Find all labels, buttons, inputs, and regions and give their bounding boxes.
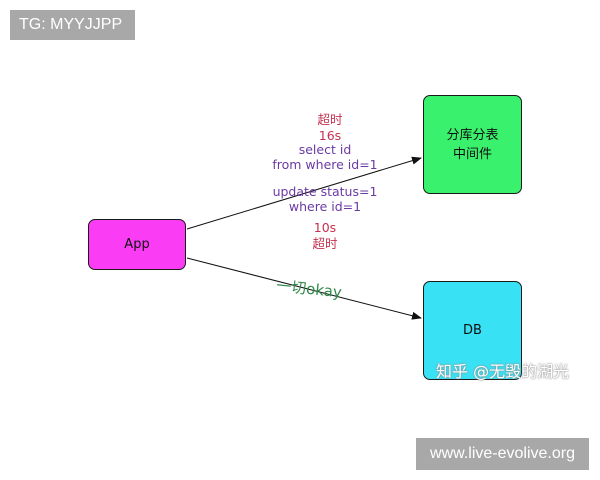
tg-badge: TG: MYYJJPP (10, 10, 135, 40)
middleware-label-line1: 分库分表 (446, 127, 499, 143)
db-node-label: DB (463, 323, 482, 338)
edge-app-to-middleware (186, 156, 422, 230)
update-query-line1: update status=1 (272, 184, 378, 199)
db-node: DB (423, 281, 522, 380)
update-query-line2: where id=1 (288, 199, 362, 214)
select-query-line2: from where id=1 (272, 157, 378, 172)
sharding-middleware-node: 分库分表 中间件 (423, 95, 522, 194)
time-10s-label: 10s (313, 220, 337, 235)
time-16s-label: 16s (318, 128, 342, 143)
zhihu-watermark: 知乎 @无毁的湖光 (436, 362, 570, 381)
middleware-label-line2: 中间件 (452, 146, 492, 162)
timeout-label-bottom: 超时 (312, 236, 338, 251)
edge-app-to-db (186, 257, 422, 320)
timeout-label-top: 超时 (317, 112, 343, 127)
site-badge: www.live-evolive.org (416, 438, 589, 470)
select-query-line1: select id (298, 142, 352, 157)
app-node-label: App (124, 237, 150, 252)
app-node: App (88, 219, 186, 270)
